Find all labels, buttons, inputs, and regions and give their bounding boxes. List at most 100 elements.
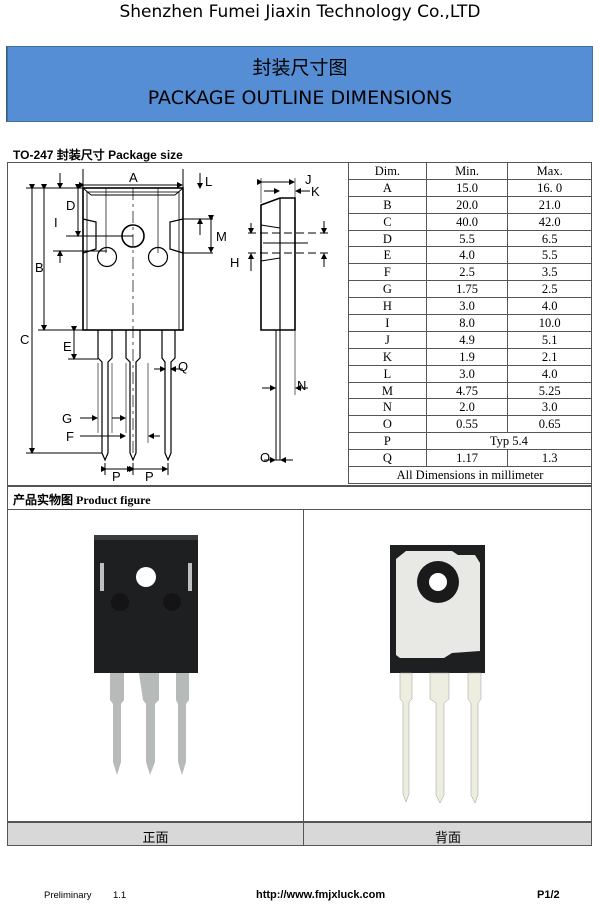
product-figure-title: 产品实物图 Product figure [13, 493, 151, 507]
dim-label-i: I [54, 215, 58, 230]
table-footnote: All Dimensions in millimeter [348, 466, 592, 484]
dim-cell: B [348, 195, 427, 214]
dim-cell: K [348, 347, 427, 366]
min-cell: 1.17 [425, 449, 509, 468]
product-figure-section: 产品实物图 Product figure [7, 486, 592, 843]
header-min: Min. [425, 162, 509, 180]
divider [303, 823, 304, 845]
dim-cell: M [348, 381, 427, 400]
dim-label-j: J [305, 172, 312, 187]
max-cell: 42.0 [507, 212, 592, 231]
max-cell: 5.5 [507, 246, 592, 265]
min-cell: 15.0 [425, 178, 509, 197]
table-header-row: Dim. Min. Max. [348, 162, 592, 180]
dim-cell: H [348, 297, 427, 316]
dim-label-e: E [63, 339, 72, 354]
dim-label-k: K [311, 184, 320, 199]
dim-cell: L [348, 364, 427, 383]
dim-label-g: G [62, 411, 72, 426]
dim-cell: C [348, 212, 427, 231]
max-cell: 16. 0 [507, 178, 592, 197]
package-frame [7, 162, 592, 486]
banner-title-en: PACKAGE OUTLINE DIMENSIONS [147, 87, 453, 109]
dim-cell: G [348, 280, 427, 299]
divider [8, 509, 591, 510]
caption-front: 正面 [142, 830, 169, 845]
dim-label-d: D [66, 198, 75, 213]
min-cell: 4.75 [425, 381, 509, 400]
company-name: Shenzhen Fumei Jiaxin Technology Co.,LTD [119, 2, 481, 22]
package-outline-drawing: A L I D M B C E Q G F P P H J K N O [20, 169, 328, 484]
min-cell: 3.0 [425, 297, 509, 316]
divider [303, 509, 304, 843]
package-body-front [94, 535, 198, 673]
header-dim: Dim. [348, 162, 427, 180]
max-cell: 6.5 [507, 229, 592, 248]
dim-label-b: B [35, 260, 44, 275]
max-cell: 2.1 [507, 347, 592, 366]
dim-cell: N [348, 398, 427, 417]
min-cell: 1.75 [425, 280, 509, 299]
banner-title-cn: 封装尺寸图 [252, 57, 348, 79]
max-cell: 21.0 [507, 195, 592, 214]
dim-cell: Q [348, 449, 427, 468]
max-cell: 3.5 [507, 263, 592, 282]
dim-cell: I [348, 314, 427, 332]
max-cell: 10.0 [507, 314, 592, 332]
min-cell: 40.0 [425, 212, 509, 231]
min-cell: 4.9 [425, 330, 509, 349]
dim-label-n: N [297, 378, 306, 393]
max-cell: 1.3 [507, 449, 592, 468]
dim-label-h: H [230, 255, 239, 270]
title-banner: 封装尺寸图 PACKAGE OUTLINE DIMENSIONS [7, 46, 593, 122]
footer-url[interactable]: http://www.fmjxluck.com [256, 889, 386, 901]
product-photo-front [94, 535, 198, 775]
min-cell: 3.0 [425, 364, 509, 383]
dim-label-a: A [129, 170, 138, 185]
max-cell: 0.65 [507, 415, 592, 434]
photo-caption-bar: 正面 背面 [7, 822, 592, 846]
min-cell: 0.55 [425, 415, 509, 434]
table-footnote-row: All Dimensions in millimeter [348, 466, 592, 484]
min-cell: 5.5 [425, 229, 509, 248]
min-cell: 4.0 [425, 246, 509, 265]
dim-label-p2: P [145, 469, 154, 484]
max-cell: 3.0 [507, 398, 592, 417]
product-photo-back [390, 545, 485, 804]
dim-cell: O [348, 415, 427, 434]
footer-page-number: P1/2 [537, 889, 560, 901]
dim-cell: D [348, 229, 427, 248]
dim-cell: P [348, 432, 427, 451]
dim-label-c: C [20, 332, 29, 347]
min-cell: 1.9 [425, 347, 509, 366]
dim-label-o: O [260, 450, 270, 465]
footer-version: 1.1 [113, 890, 127, 901]
dim-label-l: L [205, 174, 212, 189]
dim-cell: F [348, 263, 427, 282]
dim-label-p1: P [112, 469, 121, 484]
max-cell: 4.0 [507, 364, 592, 383]
min-cell: 2.5 [425, 263, 509, 282]
min-cell: 20.0 [425, 195, 509, 214]
max-cell: 5.25 [507, 381, 592, 400]
max-cell: 2.5 [507, 280, 592, 299]
typ-cell: Typ 5.4 [425, 432, 593, 451]
max-cell: 4.0 [507, 297, 592, 316]
header-max: Max. [507, 162, 592, 180]
